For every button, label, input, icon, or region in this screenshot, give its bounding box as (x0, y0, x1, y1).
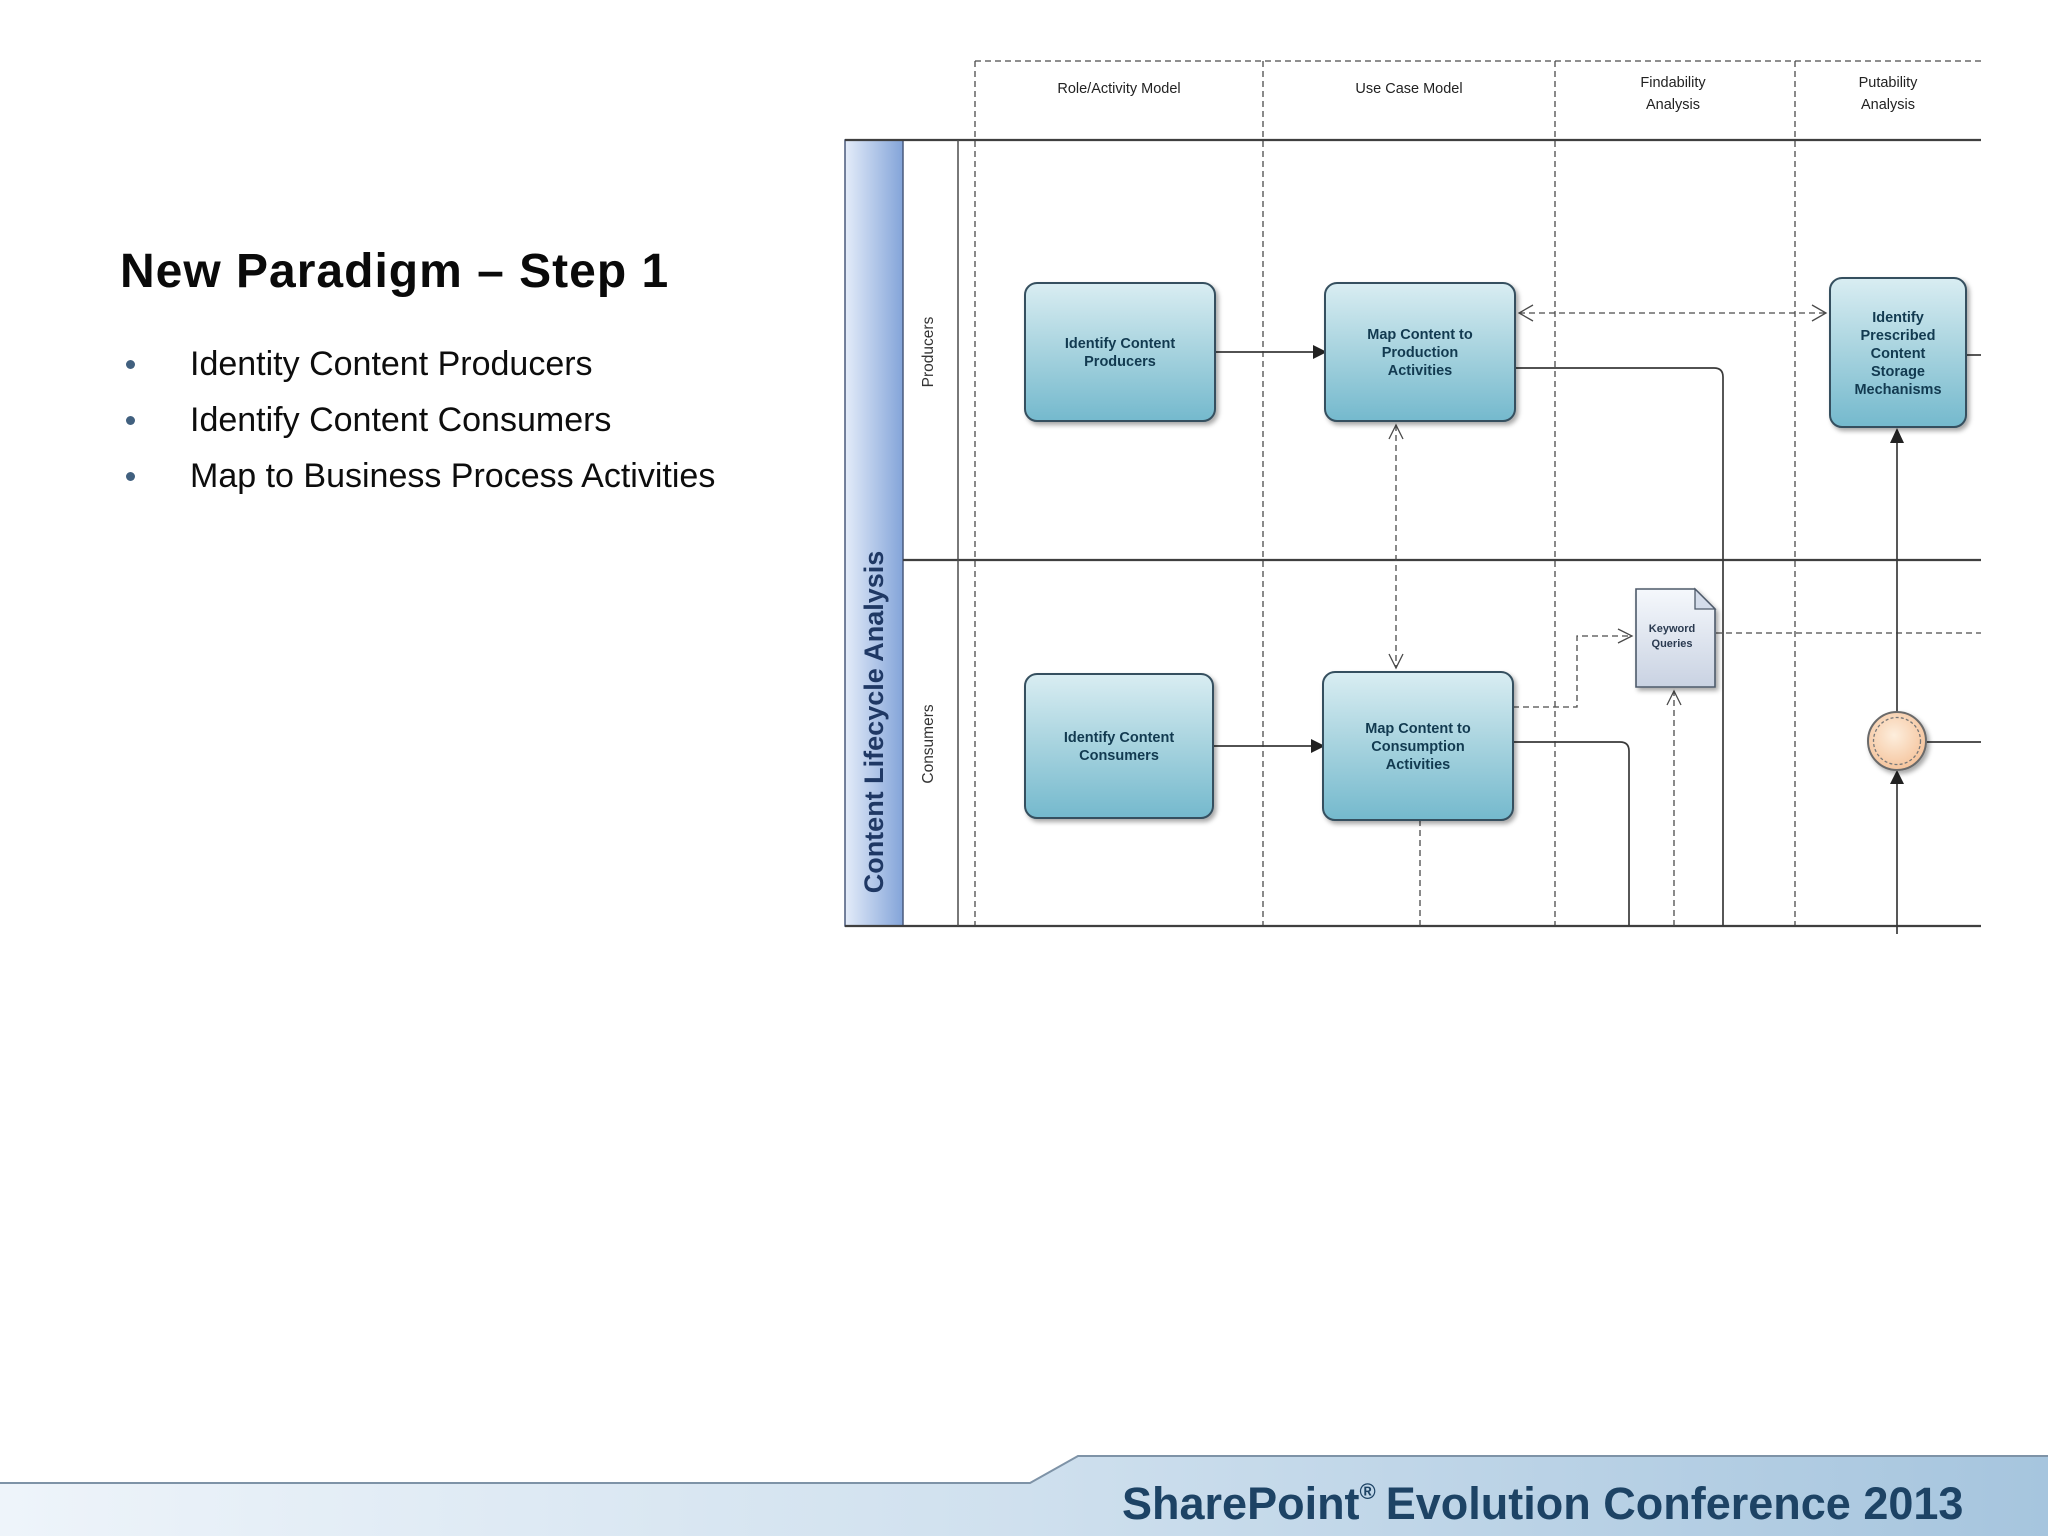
document-label: Queries (1652, 638, 1693, 650)
footer-banner-edge (0, 1455, 2048, 1484)
task-label: Map Content to (1367, 327, 1473, 343)
bullet-list: Identity Content Producers Identify Cont… (118, 336, 718, 504)
task-label: Storage (1871, 364, 1925, 380)
column-header-findability: Analysis (1646, 97, 1700, 113)
task-identify-consumers (1024, 673, 1214, 819)
column-header-putability: Analysis (1861, 97, 1915, 113)
task-label: Activities (1388, 363, 1452, 379)
open-arrowhead-right-icon (1617, 628, 1634, 644)
task-label: Content (1871, 346, 1926, 362)
column-header-role-activity: Role/Activity Model (1057, 81, 1180, 97)
task-label: Consumption (1371, 739, 1464, 755)
pool-title-band (844, 139, 904, 927)
document-shape (1635, 588, 1716, 688)
event-circle-inner-ring (1872, 716, 1922, 766)
task-label: Prescribed (1861, 328, 1936, 344)
task-label: Identify (1872, 310, 1924, 326)
task-label: Activities (1386, 757, 1450, 773)
open-arrowhead-up-icon (1666, 689, 1682, 706)
column-header-use-case: Use Case Model (1355, 81, 1462, 97)
open-arrowhead-left-icon (1517, 304, 1534, 322)
task-label: Map Content to (1365, 721, 1471, 737)
arrowhead-icon (1890, 770, 1904, 784)
footer-rest: Evolution Conference 2013 (1385, 1478, 1964, 1529)
bullet-item: Identity Content Producers (118, 336, 718, 392)
open-arrowhead-down-icon (1388, 653, 1404, 670)
footer-title: SharePoint® Evolution Conference 2013 (1122, 1478, 1963, 1530)
bullet-item: Identify Content Consumers (118, 392, 718, 448)
slide-title: New Paradigm – Step 1 (120, 245, 670, 298)
footer-banner (0, 1455, 2048, 1536)
task-label: Production (1382, 345, 1459, 361)
bpmn-diagram: Role/Activity Model Use Case Model Finda… (844, 60, 1981, 934)
open-arrowhead-up-icon (1388, 423, 1404, 440)
task-label: Identify Content (1065, 336, 1176, 352)
arrowhead-icon (1890, 428, 1904, 443)
task-label: Mechanisms (1854, 382, 1941, 398)
pool-label: Content Lifecycle Analysis (859, 551, 889, 894)
event-circle (1867, 711, 1927, 771)
registered-trademark-icon: ® (1359, 1479, 1376, 1504)
task-label: Consumers (1079, 748, 1159, 764)
footer-brand: SharePoint (1122, 1478, 1360, 1529)
bullet-item: Map to Business Process Activities (118, 448, 718, 504)
column-header-putability: Putability (1859, 75, 1919, 91)
task-label: Producers (1084, 354, 1156, 370)
footer-banner-shape (0, 1456, 2048, 1536)
arrowhead-icon (1311, 739, 1325, 753)
association-consumption-keyword (1513, 635, 1632, 708)
task-map-production (1324, 282, 1516, 422)
document-label: Keyword (1649, 623, 1695, 635)
task-map-consumption (1322, 671, 1514, 821)
task-identify-prescribed (1829, 277, 1967, 428)
flow-production-down (1515, 367, 1724, 926)
flow-consumption-down (1513, 741, 1630, 926)
lane-label-producers: Producers (920, 316, 937, 387)
arrowhead-icon (1313, 345, 1327, 359)
task-label: Identify Content (1064, 730, 1175, 746)
open-arrowhead-right-icon (1811, 304, 1828, 322)
task-identify-producers (1024, 282, 1216, 422)
column-header-findability: Findability (1640, 75, 1706, 91)
lane-label-consumers: Consumers (920, 704, 937, 783)
document-fold-icon (1694, 587, 1717, 610)
